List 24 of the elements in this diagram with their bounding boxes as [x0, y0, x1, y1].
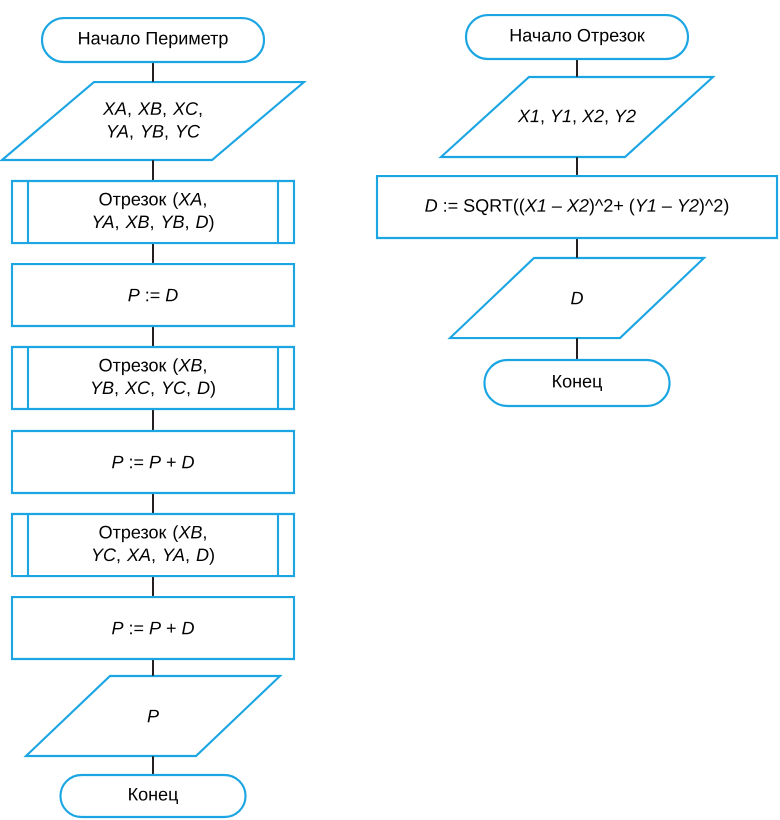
terminal-box: Конец — [483, 358, 671, 408]
subroutine-box: Отрезок (XA, YA, XB, YB, D) — [10, 180, 296, 244]
connector-line — [152, 63, 154, 82]
connector-line — [576, 338, 578, 359]
subroutine-box: Отрезок (XB, YB, XC, YC, D) — [10, 346, 296, 410]
connector-line — [576, 239, 578, 258]
subroutine-box: Отрезок (XB, YC, XA, YA, D) — [10, 512, 296, 578]
connector-line — [152, 494, 154, 513]
connector-line — [576, 157, 578, 175]
process-box: D := SQRT((X1 – X2)^2+ (Y1 – Y2)^2) — [376, 174, 778, 240]
connector-line — [576, 60, 578, 77]
connector-line — [152, 160, 154, 180]
process-box: P := D — [10, 262, 296, 328]
terminal-box: Конец — [59, 774, 247, 818]
process-box: P := P + D — [10, 430, 296, 494]
terminal-box: Начало Периметр — [40, 16, 266, 64]
terminal-box: Начало Отрезок — [464, 14, 690, 60]
connector-line — [152, 410, 154, 430]
connector-line — [152, 660, 154, 676]
connector-line — [152, 244, 154, 263]
connector-line — [152, 327, 154, 346]
process-box: P := P + D — [10, 596, 296, 660]
connector-line — [152, 577, 154, 596]
connector-line — [152, 756, 154, 774]
